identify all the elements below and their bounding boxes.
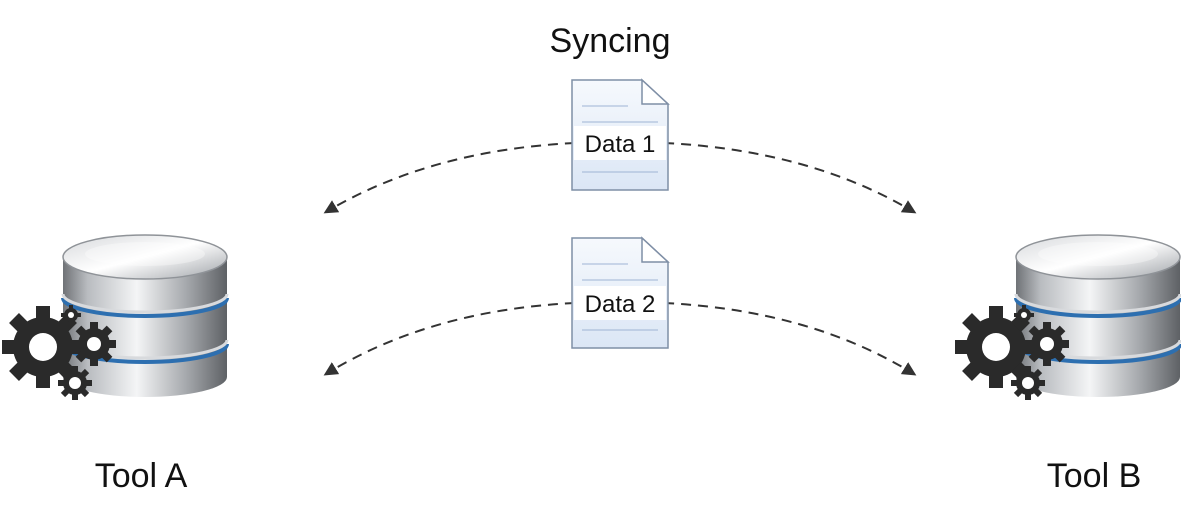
arrow-data1-to-tool-b xyxy=(663,142,917,214)
database-gears-icon xyxy=(0,233,229,410)
document-data-2: Data 2 xyxy=(571,237,669,349)
tool-a: Tool A xyxy=(0,233,229,495)
arrow-data2-to-tool-a xyxy=(323,302,576,376)
arrow-data1-to-tool-a xyxy=(323,142,576,214)
sync-arrows xyxy=(323,142,917,376)
document-label: Data 2 xyxy=(585,291,656,318)
tool-b-label: Tool B xyxy=(1047,457,1142,495)
diagram-title: Syncing xyxy=(550,22,671,60)
document-label: Data 1 xyxy=(585,131,656,158)
database-gears-icon xyxy=(936,233,1181,410)
tool-a-label: Tool A xyxy=(95,457,188,495)
document-data-1: Data 1 xyxy=(571,79,669,191)
tool-b: Tool B xyxy=(936,233,1181,495)
arrow-data2-to-tool-b xyxy=(663,302,917,376)
